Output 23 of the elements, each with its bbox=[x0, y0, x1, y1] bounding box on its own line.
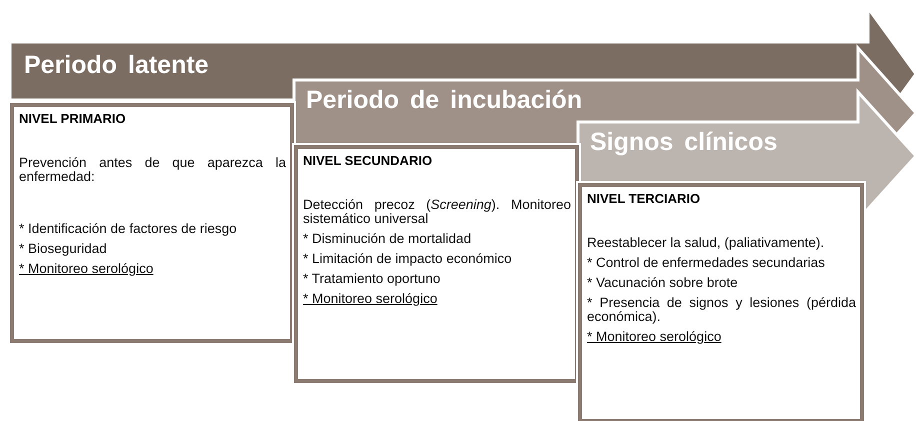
bullet-item: * Presencia de signos y lesiones (pérdida económica). bbox=[587, 296, 856, 324]
level-heading: NIVEL SECUNDARIO bbox=[303, 153, 434, 168]
bullet-item: * Bioseguridad bbox=[19, 242, 108, 256]
bullet-item: * Control de enfermedades secundarias bbox=[587, 256, 826, 270]
band-title: Periodo de incubación bbox=[306, 88, 582, 113]
description-text: Prevención antes de que aparezca la enfermedad: bbox=[19, 156, 286, 184]
description-text: Detección precoz (Screening). Monitoreo sistemático universal bbox=[303, 198, 571, 226]
bullet-item: * Tratamiento oportuno bbox=[303, 272, 442, 286]
level-card bbox=[294, 145, 579, 383]
bullet-item: * Vacunación sobre brote bbox=[587, 276, 739, 290]
level-heading: NIVEL PRIMARIO bbox=[19, 111, 127, 126]
bullet-item: * Monitoreo serológico bbox=[587, 330, 722, 344]
bullet-item: * Limitación de impacto económico bbox=[303, 252, 513, 266]
level-card bbox=[578, 183, 864, 421]
bullet-item: * Disminución de mortalidad bbox=[303, 232, 472, 246]
bullet-item: * Identificación de factores de riesgo bbox=[19, 222, 238, 236]
band-title: Periodo latente bbox=[24, 53, 209, 78]
level-card bbox=[10, 103, 294, 343]
level-heading: NIVEL TERCIARIO bbox=[587, 191, 702, 206]
band-title: Signos clínicos bbox=[590, 130, 778, 155]
bullet-item: * Monitoreo serológico bbox=[19, 262, 154, 276]
bullet-item: * Monitoreo serológico bbox=[303, 292, 438, 306]
description-text: Reestablecer la salud, (paliativamente). bbox=[587, 236, 826, 250]
